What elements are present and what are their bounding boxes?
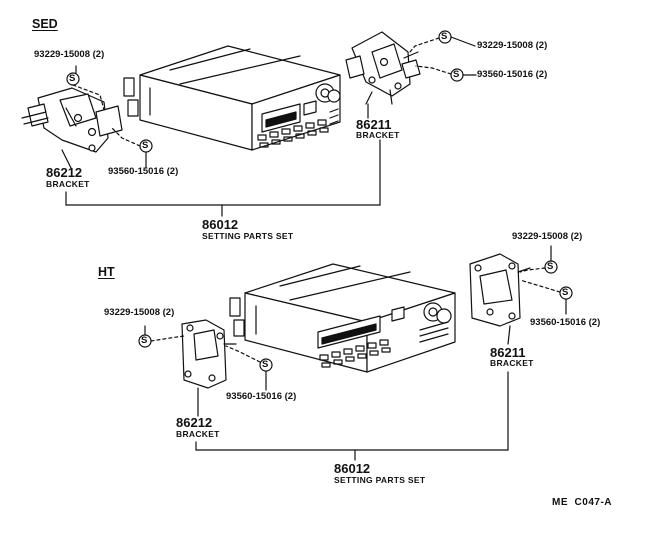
screw-symbol-s: S	[453, 69, 460, 80]
sed-bracket-86211-name: BRACKET	[356, 130, 400, 140]
screw-symbol-s: S	[142, 140, 149, 151]
ht-radio-unit	[229, 263, 456, 373]
section-label-ht: HT	[98, 265, 115, 279]
ht-dashed-connectors	[150, 267, 561, 363]
sed-screw-93229-left-label: 93229-15008 (2)	[34, 49, 105, 60]
ht-bracket-86212-name: BRACKET	[176, 429, 220, 439]
ht-bracket-86212-number: 86212	[176, 415, 213, 430]
section-label-sed: SED	[32, 17, 58, 31]
screw-symbol-s: S	[547, 261, 554, 272]
sed-bracket-86211-drawing	[345, 31, 421, 105]
sed-dashed-connectors	[72, 37, 452, 147]
screw-symbol-s: S	[441, 31, 448, 42]
ht-bracket-86211-name: BRACKET	[490, 358, 534, 368]
ht-leader-lines	[144, 245, 567, 461]
sed-bracket-86211-number: 86211	[356, 117, 392, 132]
screw-symbol-s: S	[69, 73, 76, 84]
ht-screw-93560-left-label: 93560-15016 (2)	[226, 391, 297, 402]
sed-bracket-86212-name: BRACKET	[46, 179, 90, 189]
ht-screw-93560-right-label: 93560-15016 (2)	[530, 317, 601, 328]
sed-screw-93229-right-label: 93229-15008 (2)	[477, 40, 548, 51]
screw-symbol-s: S	[562, 287, 569, 298]
ht-screw-93229-right-label: 93229-15008 (2)	[512, 231, 583, 242]
sed-radio-unit	[123, 45, 341, 151]
ht-set-86012-name: SETTING PARTS SET	[334, 475, 426, 485]
sed-bracket-86212-drawing	[21, 87, 123, 153]
ht-set-86012-number: 86012	[334, 461, 371, 476]
screw-symbol-s: S	[262, 359, 269, 370]
sed-screw-symbols	[66, 30, 464, 153]
ht-bracket-86211-drawing	[469, 253, 531, 327]
sed-screw-93560-right-label: 93560-15016 (2)	[477, 69, 548, 80]
sed-leader-lines	[61, 36, 477, 217]
screw-symbol-s: S	[141, 335, 148, 346]
sed-set-86012-name: SETTING PARTS SET	[202, 231, 294, 241]
sed-set-86012-number: 86012	[202, 217, 239, 232]
sed-screw-93560-left-label: 93560-15016 (2)	[108, 166, 179, 177]
ht-bracket-86212-drawing	[181, 319, 237, 389]
ht-bracket-86211-number: 86211	[490, 345, 526, 360]
sed-bracket-86212-number: 86212	[46, 165, 83, 180]
ht-screw-93229-left-label: 93229-15008 (2)	[104, 307, 175, 318]
figure-code: ME C047-A	[552, 497, 613, 508]
